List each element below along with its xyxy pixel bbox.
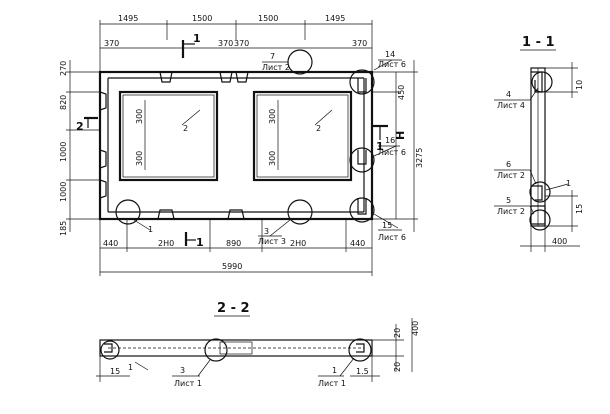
detail-circle-6 — [530, 182, 550, 202]
detail-circle-5 — [530, 210, 550, 230]
left-dim-1: 270 — [59, 61, 68, 76]
sec11-mark-6: 6 — [506, 160, 511, 169]
bottom-dim-1: 440 — [103, 239, 118, 248]
bottom-dim-4: 2Н0 — [290, 239, 306, 248]
sec22-dim-20a: 20 — [393, 328, 402, 338]
mark-15: 15 — [382, 221, 392, 230]
sheet-6-b: Лист 6 — [378, 148, 406, 157]
sec11-mark-1: 1 — [566, 179, 571, 188]
top-dim2-1: 370 — [104, 39, 119, 48]
section-2-2-view: 2 - 2 20 20 400 15 1 3 Лист 1 1 Лист 1 — [96, 301, 420, 388]
bottom-dim-5: 440 — [350, 239, 365, 248]
top-dim-4: 1495 — [325, 14, 345, 23]
mark-16: 16 — [385, 136, 395, 145]
sec11-sheet-2a: Лист 2 — [497, 171, 525, 180]
sec11-mark-4: 4 — [506, 90, 511, 99]
top-dim2-4: 370 — [352, 39, 367, 48]
top-dim-1: 1495 — [118, 14, 138, 23]
bottom-dim-2: 2Н0 — [158, 239, 174, 248]
opening-left-dim-2: 300 — [135, 151, 144, 166]
left-dim-4: 1000 — [59, 182, 68, 202]
mark-1-plan: 1 — [148, 225, 153, 234]
detail-circle-16 — [350, 148, 374, 172]
section-1-bottom-label: 1 — [196, 236, 204, 249]
mark-14: 14 — [385, 50, 395, 59]
sec11-dim-10: 10 — [575, 80, 584, 90]
sec22-mark-1: 1 — [128, 363, 133, 372]
opening-right-dim-1: 300 — [268, 109, 277, 124]
sec22-dim-400: 400 — [411, 321, 420, 336]
sec22-sheet-1b: Лист 1 — [318, 379, 346, 388]
right-dim-2: 3275 — [415, 148, 424, 168]
left-dim-2: 820 — [59, 95, 68, 110]
h-label: H — [394, 131, 407, 140]
plan-view: 1495 1500 1500 1495 370 370 370 370 1 — [59, 14, 424, 276]
detail-circle-7 — [288, 50, 312, 74]
mark-7: 7 — [270, 52, 275, 61]
section-1-1-title: 1 - 1 — [522, 35, 555, 50]
sec11-sheet-4: Лист 4 — [497, 101, 525, 110]
sec11-dim-400: 400 — [552, 237, 567, 246]
sec22-detail-mid — [205, 339, 227, 361]
left-dim-3: 1000 — [59, 142, 68, 162]
sec22-dim-20b: 20 — [393, 362, 402, 372]
overall-dim: 5990 — [222, 262, 242, 271]
opening-right-dim-2: 300 — [268, 151, 277, 166]
bottom-dim-3: 890 — [226, 239, 241, 248]
sec22-dim-15b: 1.5 — [356, 367, 369, 376]
top-dim2-2: 370 — [218, 39, 233, 48]
mark-3: 3 — [264, 227, 269, 236]
top-dim-3: 1500 — [258, 14, 278, 23]
sec22-mark-3: 3 — [180, 366, 185, 375]
sec11-sheet-2b: Лист 2 — [497, 207, 525, 216]
sheet-2-a: Лист 2 — [262, 63, 290, 72]
detail-circle-14 — [350, 70, 374, 94]
panel-outline — [100, 72, 372, 219]
sec11-mark-5: 5 — [506, 196, 511, 205]
mark-2-right: 2 — [316, 124, 321, 133]
section-2-left-label: 2 — [76, 120, 84, 133]
section-1-1-view: 1 - 1 10 4 Лист 4 6 Лист 2 5 Лист 2 1 — [494, 35, 584, 252]
sec22-dim-15: 15 — [110, 367, 120, 376]
sec22-sheet-1: Лист 1 — [174, 379, 202, 388]
opening-left-dim-1: 300 — [135, 109, 144, 124]
top-dim2-3: 370 — [234, 39, 249, 48]
sheet-6-a: Лист 6 — [378, 60, 406, 69]
sec22-mark-1-right: 1 — [332, 366, 337, 375]
left-dim-5: 185 — [59, 221, 68, 236]
section-2-2-title: 2 - 2 — [217, 301, 250, 316]
sec22-detail-right — [349, 339, 371, 361]
sheet-6-c: Лист 6 — [378, 233, 406, 242]
section-1-top-label: 1 — [193, 32, 201, 45]
top-dim-2: 1500 — [192, 14, 212, 23]
right-dim-1: 450 — [397, 85, 406, 100]
mark-2-left: 2 — [183, 124, 188, 133]
sec11-dim-15: 15 — [575, 204, 584, 214]
